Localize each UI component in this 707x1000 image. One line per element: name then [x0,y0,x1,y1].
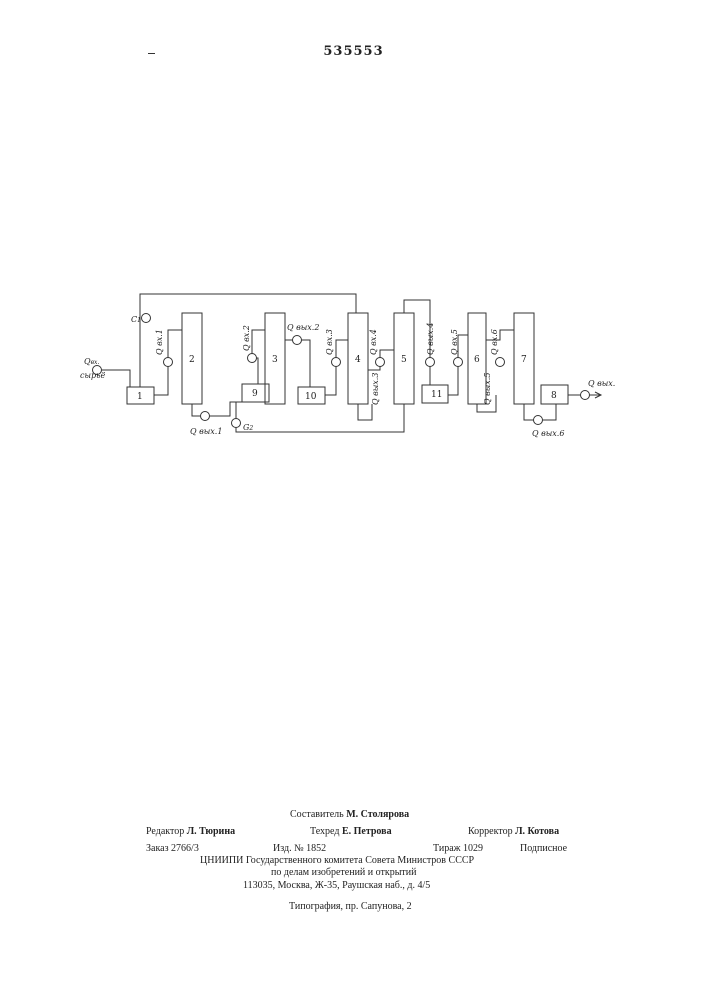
label-q-out-final: Q вых. [588,379,615,388]
techred-label: Техред [310,826,339,837]
corrector-name: Л. Котова [515,826,559,837]
compiler-label: Составитель [290,809,344,820]
imprint-print-run: Тираж 1029 [433,843,483,854]
label-q-in-4: Q вх.4 [369,329,378,355]
unit-label-3: 3 [272,355,278,365]
unit-label-6: 6 [474,355,480,365]
editor-name: Л. Тюрина [187,826,235,837]
imprint-subscription: Подписное [520,843,567,854]
flow-meter-in4-icon [376,358,385,367]
line-3-to-10 [285,340,310,387]
imprint-org-line1: ЦНИИПИ Государственного комитета Совета … [200,855,474,866]
techred-name: Е. Петрова [342,826,392,837]
editor-label: Редактор [146,826,184,837]
label-q-in-2: Q вх.2 [242,325,251,351]
flow-meter-in1-icon [164,358,173,367]
flow-meter-c2-icon [232,419,241,428]
label-q-out-2: Q вых.2 [287,323,319,332]
unit-label-4: 4 [355,355,361,365]
unit-label-2: 2 [189,355,195,365]
unit-label-7: 7 [521,355,527,365]
imprint-editor: Редактор Л. Тюрина [146,826,235,837]
imprint-techred: Техред Е. Петрова [310,826,392,837]
imprint-printer: Типография, пр. Сапунова, 2 [289,901,412,912]
flow-meter-out2-icon [293,336,302,345]
flow-meter-in5-icon [454,358,463,367]
line-recycle-5-to-9 [236,402,404,432]
label-q-in-6: Q вх.6 [490,329,499,355]
label-q-out-5: Q вых.5 [483,373,492,405]
flow-meter-out6-icon [534,416,543,425]
flow-meter-out1-icon [201,412,210,421]
label-c1: C1 [131,315,141,324]
imprint-corrector: Корректор Л. Котова [468,826,559,837]
unit-label-10: 10 [305,392,317,402]
label-c2: G2 [243,423,253,432]
unit-label-9: 9 [252,389,258,399]
flow-meter-c1-icon [142,314,151,323]
label-q-out-1: Q вых.1 [190,427,222,436]
imprint-order: Заказ 2766/3 [146,843,199,854]
label-q-in-5: Q вх.5 [450,329,459,355]
flow-meter-in3-icon [332,358,341,367]
flow-meter-out-final-icon [581,391,590,400]
process-flow-diagram: 1 2 3 4 5 6 7 8 9 10 11 Qвх. сырьё C1 G2… [0,0,707,500]
label-q-in-1: Q вх.1 [155,329,164,355]
line-4-bottom-return [358,404,372,420]
unit-label-8: 8 [551,391,557,401]
imprint-org-line2: по делам изобретений и открытий [271,867,417,878]
label-q-in-3: Q вх.3 [325,329,334,355]
label-feed-word: сырьё [80,371,105,380]
unit-label-1: 1 [137,392,143,402]
label-q-out-4: Q вых.4 [426,323,435,355]
flow-meter-in2-icon [248,354,257,363]
unit-label-11: 11 [431,390,442,400]
compiler-name: М. Столярова [346,809,409,820]
imprint-edition: Изд. № 1852 [273,843,326,854]
label-q-out-6: Q вых.6 [532,429,564,438]
label-q-out-3: Q вых.3 [371,373,380,405]
flow-meter-in6-icon [496,358,505,367]
imprint-address: 113035, Москва, Ж-35, Раушская наб., д. … [243,880,430,891]
imprint-compiler: Составитель М. Столярова [290,809,409,820]
corrector-label: Корректор [468,826,513,837]
unit-label-5: 5 [401,355,407,365]
flow-meter-out4-icon [426,358,435,367]
label-feed: Qвх. [84,357,99,366]
